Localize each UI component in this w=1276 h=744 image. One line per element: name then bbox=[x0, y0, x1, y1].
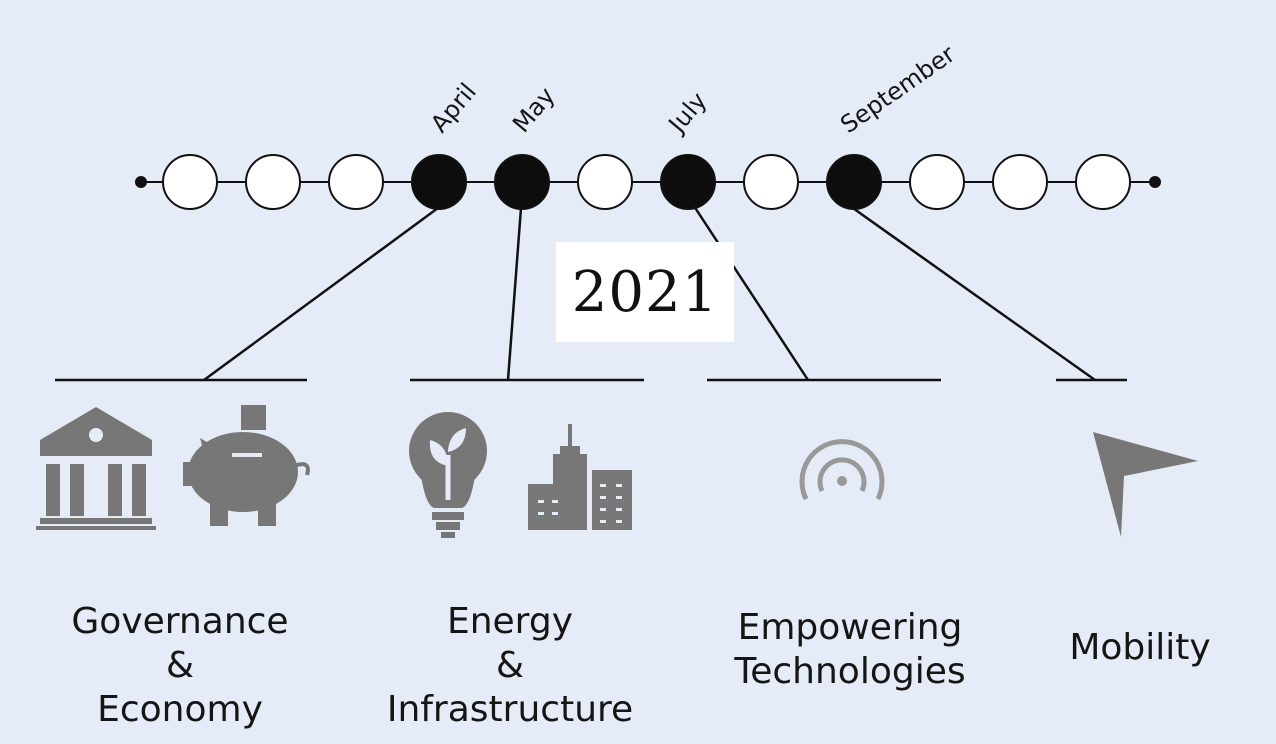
timeline-node-empty bbox=[992, 154, 1048, 210]
piggy-bank-icon bbox=[183, 405, 310, 526]
timeline-node-empty bbox=[743, 154, 799, 210]
category-label-line: & bbox=[165, 645, 195, 686]
connector-april bbox=[203, 206, 439, 382]
timeline-node-empty bbox=[328, 154, 384, 210]
timeline-node-filled bbox=[411, 154, 467, 210]
category-label-technologies: Empowering Technologies bbox=[700, 606, 1000, 694]
timeline-node-empty bbox=[1075, 154, 1131, 210]
timeline-node-filled bbox=[826, 154, 882, 210]
city-buildings-icon bbox=[528, 424, 632, 530]
timeline-node-filled bbox=[660, 154, 716, 210]
timeline-node-empty bbox=[909, 154, 965, 210]
month-label-april: April bbox=[425, 78, 482, 138]
category-label-governance: Governance & Economy bbox=[40, 600, 320, 732]
timeline-node-empty bbox=[245, 154, 301, 210]
navigation-arrow-icon bbox=[1093, 432, 1198, 537]
category-label-line: Energy bbox=[446, 601, 574, 642]
category-label-mobility: Mobility bbox=[1030, 626, 1250, 670]
category-label-line: Governance bbox=[71, 601, 289, 642]
connector-september bbox=[849, 204, 1096, 382]
category-label-line: Infrastructure bbox=[386, 689, 634, 730]
timeline-start-dot bbox=[135, 176, 147, 188]
category-label-line: Empowering bbox=[737, 607, 963, 648]
timeline-node-empty bbox=[162, 154, 218, 210]
timeline-node-empty bbox=[577, 154, 633, 210]
timeline-nodes bbox=[162, 154, 1131, 210]
connector-may bbox=[506, 207, 523, 381]
category-label-line: Mobility bbox=[1069, 627, 1211, 668]
connector-july bbox=[688, 199, 810, 381]
timeline-end-dot bbox=[1149, 176, 1161, 188]
timeline-node-filled bbox=[494, 154, 550, 210]
year-label: 2021 bbox=[556, 242, 734, 342]
category-label-line: Economy bbox=[97, 689, 263, 730]
bank-icon bbox=[36, 407, 156, 530]
category-label-line: & bbox=[495, 645, 525, 686]
wireless-signal-icon bbox=[799, 439, 885, 501]
connector-lines bbox=[55, 199, 1127, 382]
category-label-energy: Energy & Infrastructure bbox=[360, 600, 660, 732]
month-label-july: July bbox=[662, 87, 712, 140]
month-label-september: September bbox=[835, 40, 960, 139]
lightbulb-leaf-icon bbox=[409, 412, 487, 538]
month-label-may: May bbox=[507, 82, 560, 138]
category-label-line: Technologies bbox=[734, 651, 966, 692]
